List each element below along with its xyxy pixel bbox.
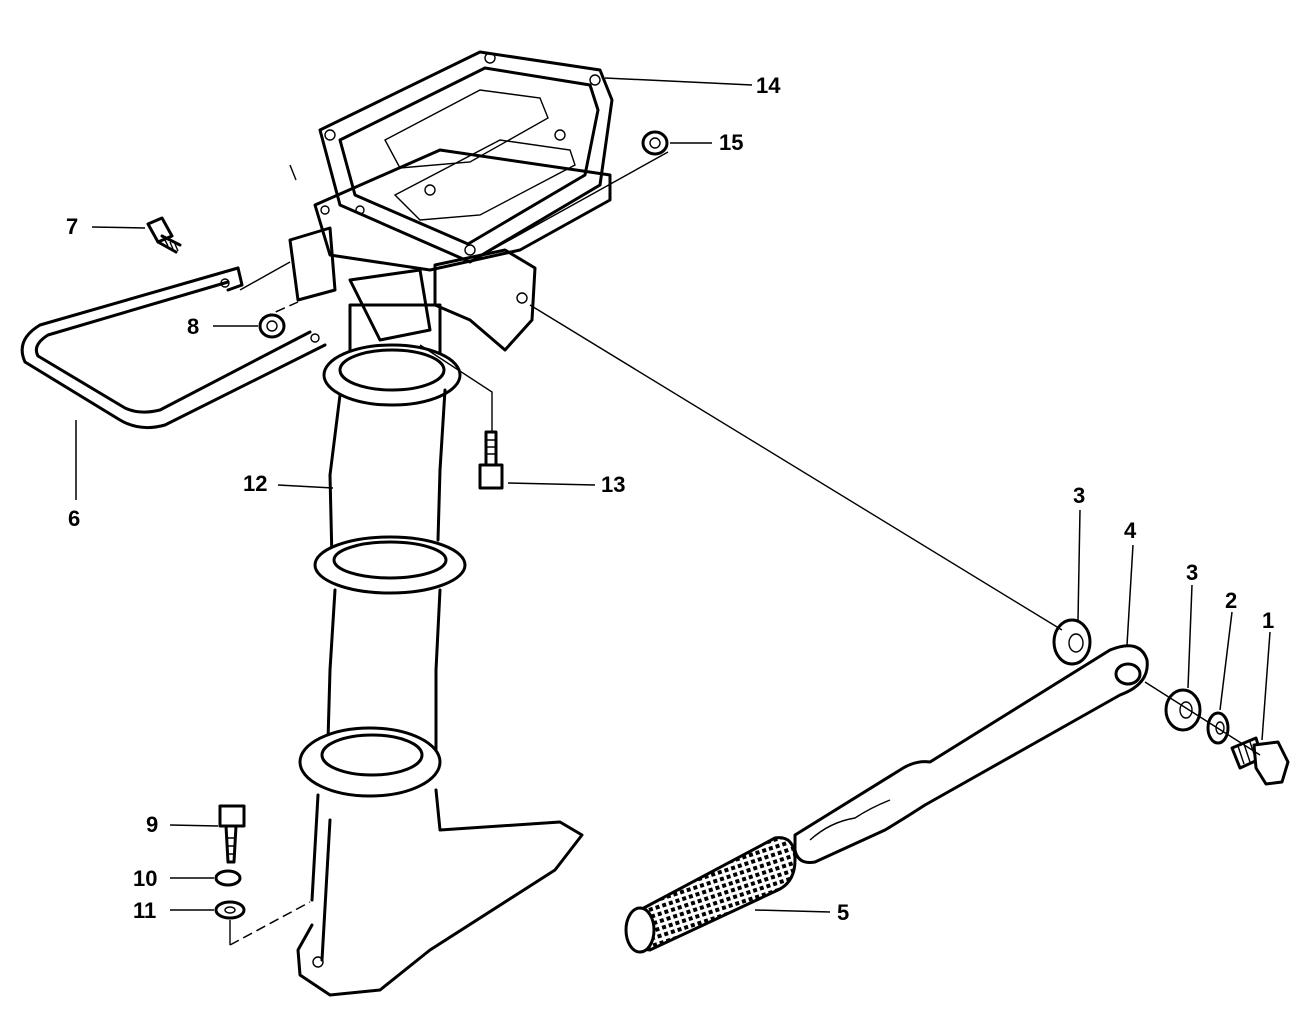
- washer-3b: [1164, 688, 1202, 732]
- callout-11: 11: [133, 898, 156, 923]
- swivel-housing: [288, 148, 612, 352]
- callout-14: 14: [756, 73, 781, 98]
- driveshaft-housing: [296, 303, 584, 997]
- callout-3-right: 3: [1186, 560, 1198, 585]
- callout-6: 6: [68, 506, 80, 531]
- washer-11: [214, 900, 246, 920]
- callout-2: 2: [1225, 588, 1237, 613]
- callout-7: 7: [66, 214, 78, 239]
- carry-handle: [20, 266, 327, 430]
- nut-8: [258, 313, 286, 339]
- bolt-7: [146, 216, 182, 254]
- callout-15: 15: [719, 130, 743, 155]
- callout-12: 12: [243, 471, 267, 496]
- nut-15: [641, 130, 669, 156]
- callout-10: 10: [133, 866, 157, 891]
- bolt-1: [1230, 736, 1290, 786]
- assembly-line-bolt-9: [229, 901, 311, 946]
- leader-lines: [75, 77, 1271, 913]
- callout-4: 4: [1124, 518, 1137, 543]
- callout-8: 8: [187, 314, 199, 339]
- callout-9: 9: [146, 812, 158, 837]
- callout-5: 5: [837, 900, 849, 925]
- callout-13: 13: [601, 472, 625, 497]
- bolt-9: [218, 804, 246, 864]
- assembly-line-handle: [239, 261, 291, 291]
- washer-10: [214, 869, 242, 887]
- assembly-line-bolt-1: [1144, 681, 1261, 756]
- assembly-line-nut-8: [261, 301, 299, 319]
- tiller-grip: [624, 836, 797, 954]
- assembly-line-nut-15: [469, 151, 669, 263]
- gasket-plate: [318, 50, 614, 264]
- callout-1: 1: [1262, 608, 1274, 633]
- callout-3-left: 3: [1073, 483, 1085, 508]
- assembly-line-bolt-13: [419, 344, 493, 432]
- washer-3a: [1052, 618, 1092, 666]
- bolt-13: [478, 430, 504, 490]
- assembly-line-tiller: [529, 304, 1063, 631]
- tiller-arm: [793, 644, 1149, 864]
